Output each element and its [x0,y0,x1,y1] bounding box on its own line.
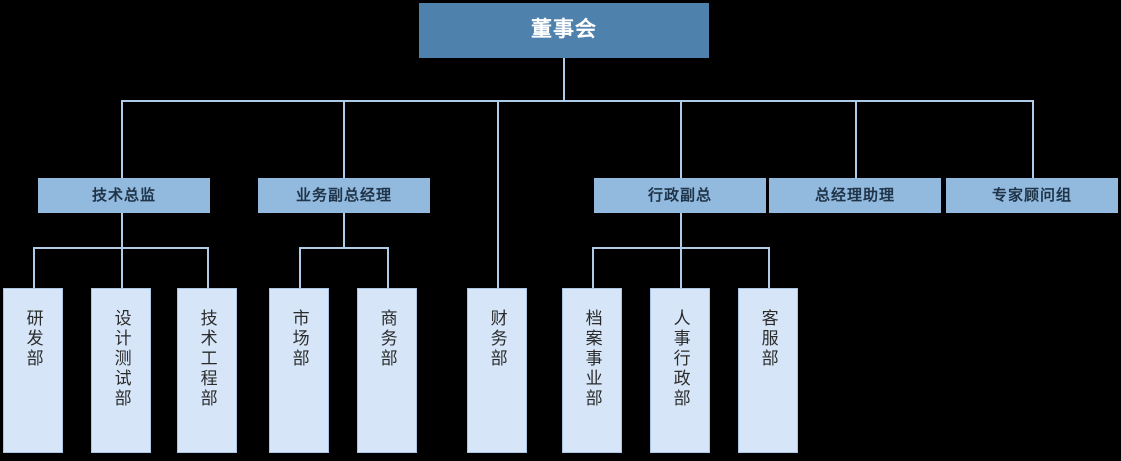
node-hr-admin-dept[interactable]: 人事行政部 [650,288,710,453]
connector-root-stem [563,58,565,102]
node-label: 市场部 [289,309,309,369]
node-expert-group[interactable]: 专家顾问组 [946,178,1118,213]
node-label: 技术工程部 [197,309,217,409]
connector-drop-finance-dept [497,100,499,288]
node-gm-assistant[interactable]: 总经理助理 [769,178,941,213]
node-archive-dept[interactable]: 档案事业部 [562,288,622,453]
node-label: 业务副总经理 [295,186,392,204]
connector-drop-admin-vp [680,100,682,178]
connector-drop-tech-eng-dept [207,247,209,288]
connector-stem-tech-director [121,212,123,248]
connector-drop-archive-dept [592,247,594,288]
connector-drop-design-test-dept [121,247,123,288]
connector-drop-gm-assistant [855,100,857,178]
node-tech-eng-dept[interactable]: 技术工程部 [177,288,237,453]
connector-drop-tech-director [121,100,123,178]
connector-stem-business-vp [343,212,345,248]
node-label: 技术总监 [91,186,156,204]
node-label: 总经理助理 [814,186,895,204]
connector-drop-hr-admin-dept [680,247,682,288]
node-label: 行政副总 [647,186,712,204]
node-label: 客服部 [758,309,778,369]
node-market-dept[interactable]: 市场部 [269,288,329,453]
connector-main-bus [121,100,1033,102]
connector-drop-rd-dept [33,247,35,288]
node-label: 设计测试部 [111,309,131,409]
connector-drop-expert-group [1032,100,1034,178]
node-label: 专家顾问组 [991,186,1072,204]
node-business-vp[interactable]: 业务副总经理 [258,178,430,213]
connector-drop-service-dept [768,247,770,288]
connector-bus-business-vp [299,247,388,249]
node-label: 财务部 [487,309,507,369]
node-design-test-dept[interactable]: 设计测试部 [91,288,151,453]
node-label: 人事行政部 [670,309,690,409]
node-label: 档案事业部 [582,309,602,409]
node-tech-director[interactable]: 技术总监 [38,178,210,213]
node-commerce-dept[interactable]: 商务部 [357,288,417,453]
node-rd-dept[interactable]: 研发部 [3,288,63,453]
connector-drop-market-dept [299,247,301,288]
connector-stem-admin-vp [680,212,682,248]
node-admin-vp[interactable]: 行政副总 [594,178,766,213]
node-finance-dept[interactable]: 财务部 [467,288,527,453]
node-service-dept[interactable]: 客服部 [738,288,798,453]
node-board-of-directors[interactable]: 董事会 [419,3,709,58]
node-label: 商务部 [377,309,397,369]
node-label: 董事会 [531,18,597,42]
connector-drop-business-vp [343,100,345,178]
node-label: 研发部 [23,309,43,369]
connector-drop-commerce-dept [387,247,389,288]
